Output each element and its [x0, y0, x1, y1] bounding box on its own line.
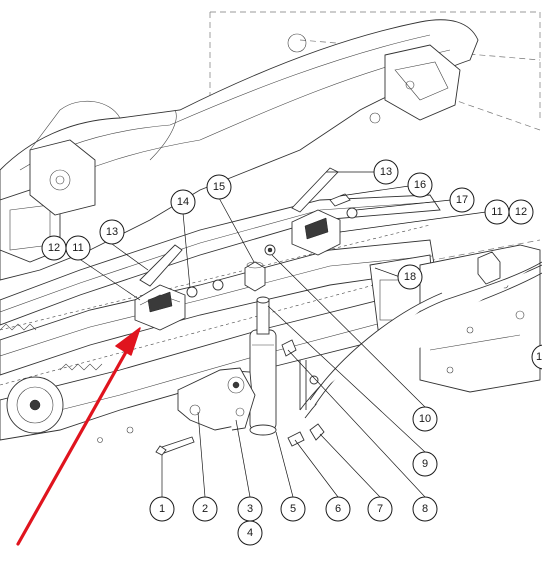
- callout-18: 18: [397, 264, 423, 290]
- callout-label: 4: [247, 527, 253, 539]
- callout-label: 12: [515, 206, 527, 218]
- callout-12-left: 12: [41, 235, 67, 261]
- callout-label: 11: [491, 206, 502, 218]
- callout-label: 14: [177, 196, 189, 208]
- callout-17: 17: [449, 187, 475, 213]
- hydraulic-cylinder: [249, 296, 277, 436]
- callout-2: 2: [192, 496, 218, 522]
- callout-partial-right: 1: [531, 344, 542, 370]
- callout-16: 16: [407, 172, 433, 198]
- callout-label: 2: [202, 503, 208, 515]
- callout-7: 7: [367, 496, 393, 522]
- callout-label: 10: [419, 413, 431, 425]
- callout-8: 8: [412, 496, 438, 522]
- callout-label: 3: [247, 503, 253, 515]
- hose-fittings: [281, 339, 325, 447]
- callout-label: 16: [414, 179, 426, 191]
- callout-label: 18: [404, 271, 416, 283]
- slide-rail-clip-left: [134, 244, 224, 331]
- callout-label: 1: [536, 351, 542, 363]
- callout-15: 15: [206, 174, 232, 200]
- callout-10: 10: [412, 406, 438, 432]
- callout-6: 6: [325, 496, 351, 522]
- hex-bolt: [155, 436, 195, 456]
- hydraulic-hoses: [299, 261, 542, 419]
- callout-11-left: 11: [65, 235, 91, 261]
- red-pointer-arrow: [16, 327, 141, 546]
- callout-label: 7: [377, 503, 383, 515]
- callout-label: 6: [335, 503, 341, 515]
- mounting-bracket: [177, 367, 256, 431]
- callout-label: 11: [72, 242, 83, 254]
- callout-11-right: 11: [484, 199, 510, 225]
- callout-3: 3: [237, 496, 263, 522]
- callout-label: 12: [48, 242, 60, 254]
- track-frame: [0, 19, 541, 443]
- callout-label: 5: [290, 503, 296, 515]
- callout-9: 9: [412, 451, 438, 477]
- leader-lines: [77, 171, 487, 498]
- callout-label: 9: [422, 458, 428, 470]
- callout-label: 13: [380, 166, 392, 178]
- callout-label: 1: [159, 503, 165, 515]
- bolt-nut: [244, 244, 276, 292]
- callout-4: 4: [237, 520, 263, 546]
- callout-13-left: 13: [99, 219, 125, 245]
- callout-13-right: 13: [373, 159, 399, 185]
- callout-14: 14: [170, 189, 196, 215]
- callout-label: 17: [456, 194, 468, 206]
- callout-label: 13: [106, 226, 118, 238]
- callout-5: 5: [280, 496, 306, 522]
- callout-label: 8: [422, 503, 428, 515]
- callout-label: 15: [213, 181, 225, 193]
- callout-12-right: 12: [508, 199, 534, 225]
- callout-1: 1: [149, 496, 175, 522]
